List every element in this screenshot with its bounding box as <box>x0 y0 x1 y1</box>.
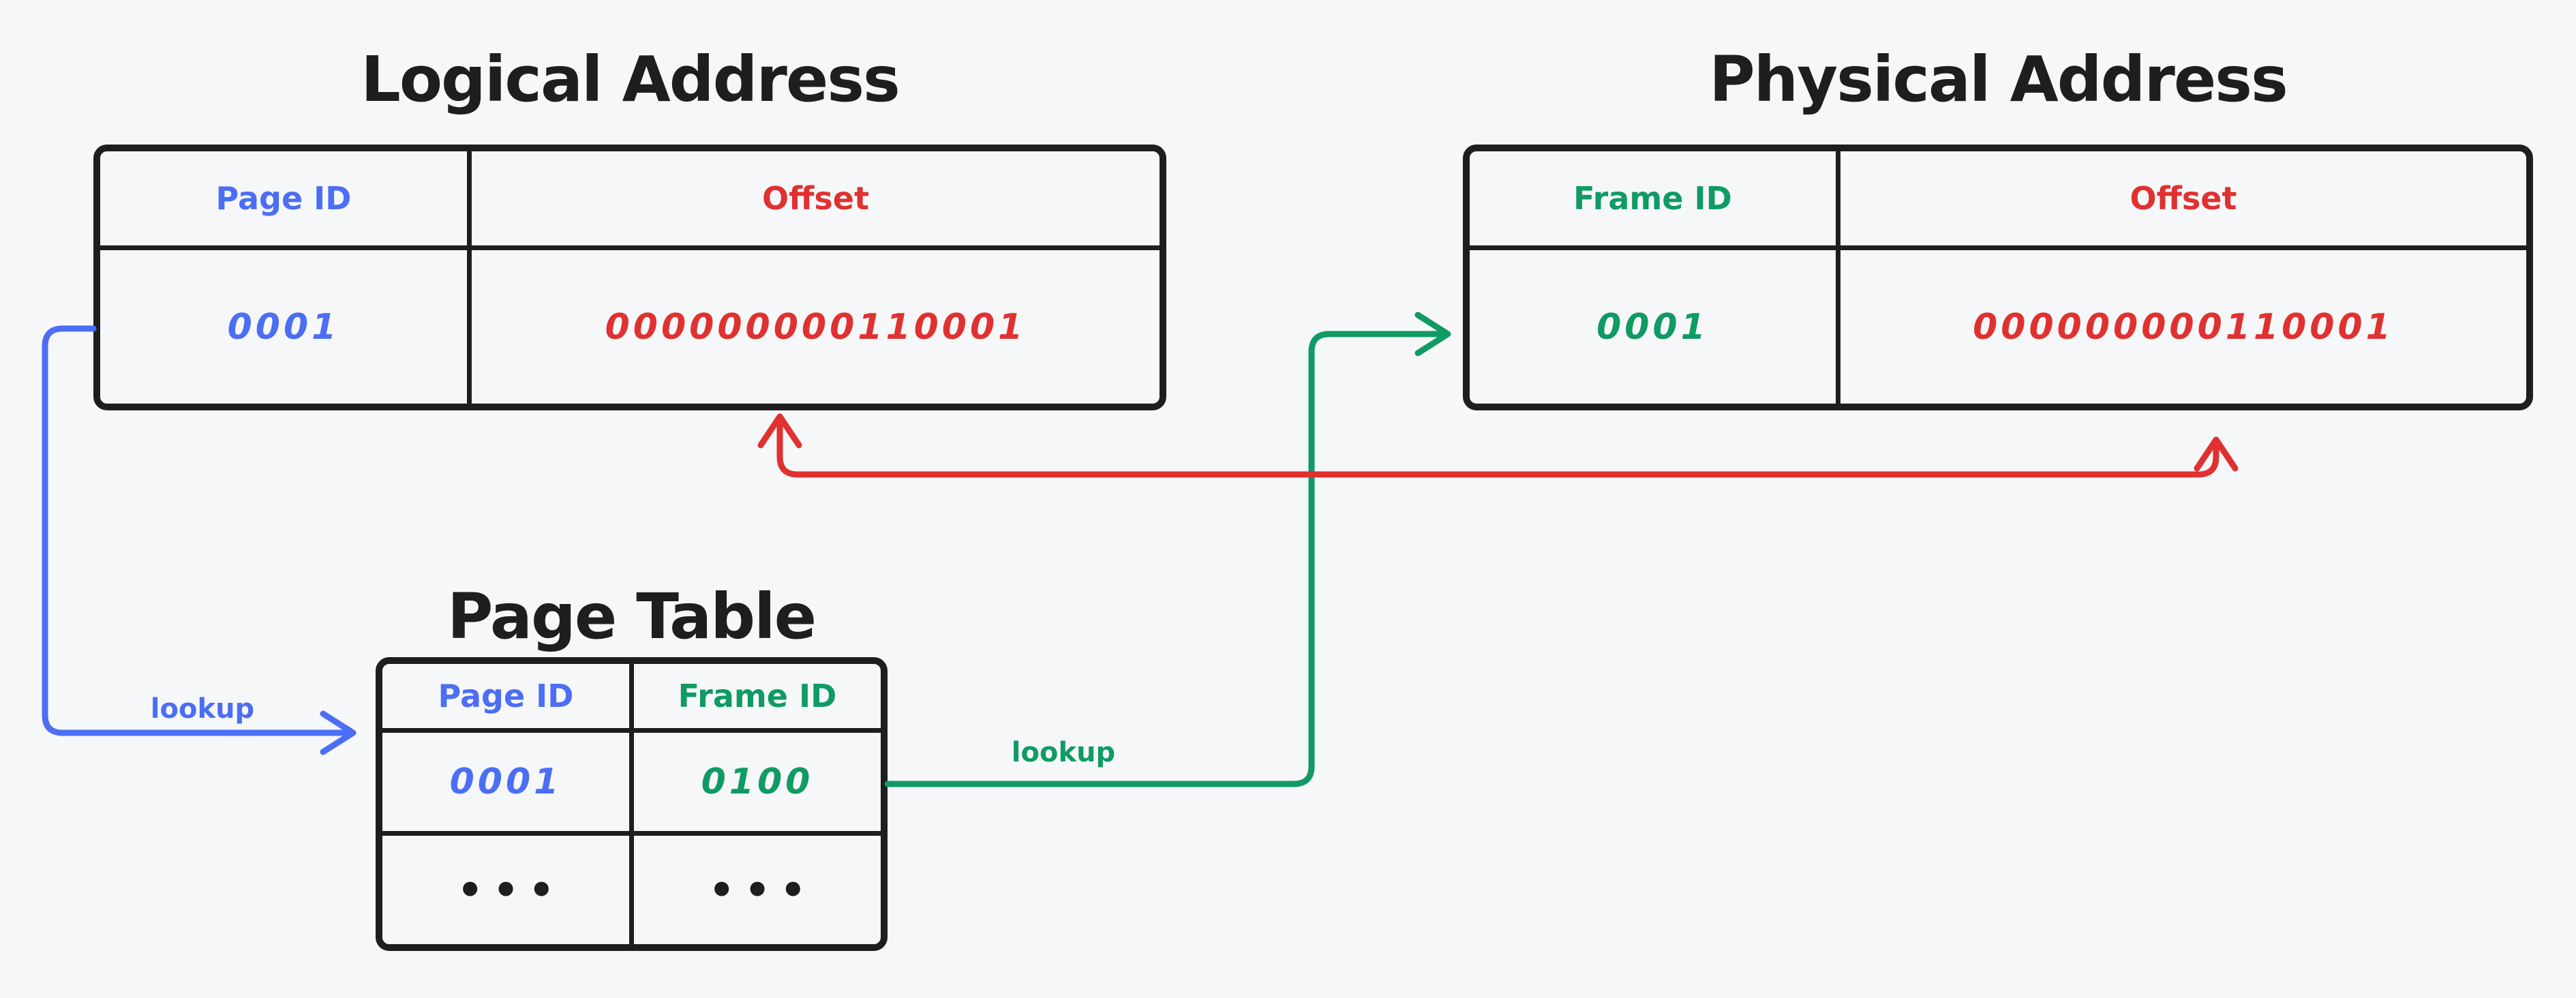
physical-value-frame-id: 0001 <box>1470 250 1840 404</box>
offset-copy-arrowhead-left <box>757 413 802 449</box>
physical-address-table: Frame ID Offset 0001 000000000110001 <box>1463 145 2533 410</box>
page-table-header-page-id: Page ID <box>382 664 634 733</box>
frame-id-lookup-arrowhead <box>1414 312 1451 357</box>
page-table-header-frame-id: Frame ID <box>634 664 881 733</box>
logical-header-offset: Offset <box>472 151 1160 250</box>
physical-header-offset: Offset <box>1840 151 2526 250</box>
logical-value-page-id: 0001 <box>100 250 472 404</box>
physical-value-offset: 000000000110001 <box>1973 306 2394 348</box>
offset-copy-arrowhead-right <box>2194 436 2239 472</box>
page-table-row2-frame-id: ••• <box>708 866 816 914</box>
page-table-row2-page-id: ••• <box>382 836 634 944</box>
frame-lookup-label: lookup <box>1011 737 1116 768</box>
page-table: Page ID Frame ID 0001 0100 ••• ••• <box>376 657 888 951</box>
physical-header-frame-id: Frame ID <box>1470 151 1840 250</box>
logical-address-title: Logical Address <box>361 43 900 116</box>
logical-header-page-id: Page ID <box>100 151 472 250</box>
physical-address-title: Physical Address <box>1709 43 2288 116</box>
offset-copy-arrow <box>776 419 2219 478</box>
logical-value-offset: 000000000110001 <box>605 306 1027 348</box>
page-table-title: Page Table <box>446 580 817 653</box>
page-table-row1-frame-id: 0100 <box>634 733 881 836</box>
page-lookup-label: lookup <box>150 693 255 725</box>
logical-address-table: Page ID Offset 0001 000000000110001 <box>93 145 1166 410</box>
page-table-row1-page-id: 0001 <box>382 733 634 836</box>
